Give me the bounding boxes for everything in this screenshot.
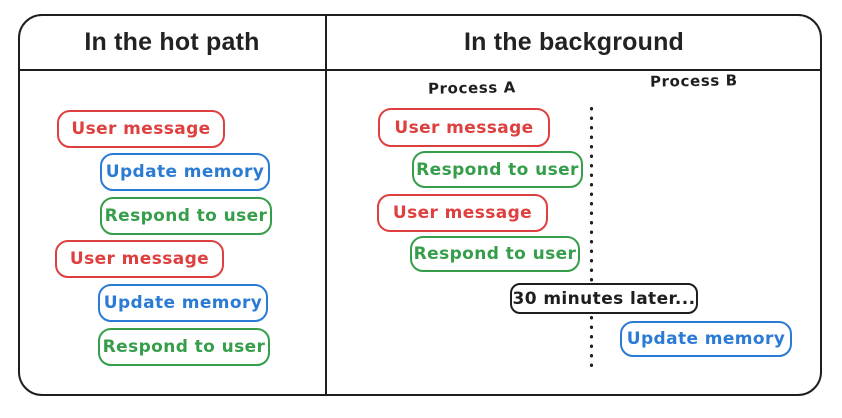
process-b-step-update-memory: Update memory [620,321,792,357]
process-a-step-respond-to-user-1: Respond to user [412,151,583,188]
hot-path-step-user-message-1: User message [57,110,225,148]
process-a-step-user-message-2: User message [377,194,548,232]
hot-path-step-update-memory-1: Update memory [100,153,270,191]
interlude-30-minutes-later-box: 30 minutes later... [510,283,698,314]
hot-path-step-respond-to-user-1: Respond to user [100,197,272,235]
hot-path-step-update-memory-2: Update memory [98,284,268,322]
hot-path-step-respond-to-user-2: Respond to user [98,328,270,366]
panel-divider-line [325,15,327,396]
panel-title-hot-path: In the hot path [84,27,260,56]
process-b-label: Process B [649,71,738,91]
process-a-step-user-message-1: User message [378,108,550,147]
panel-title-background: In the background [463,27,685,56]
process-a-step-respond-to-user-2: Respond to user [410,236,580,272]
hot-path-step-user-message-2: User message [55,240,224,278]
process-divider-dotted-line [589,104,594,372]
process-a-label: Process A [427,78,517,98]
header-divider-line [18,69,822,71]
